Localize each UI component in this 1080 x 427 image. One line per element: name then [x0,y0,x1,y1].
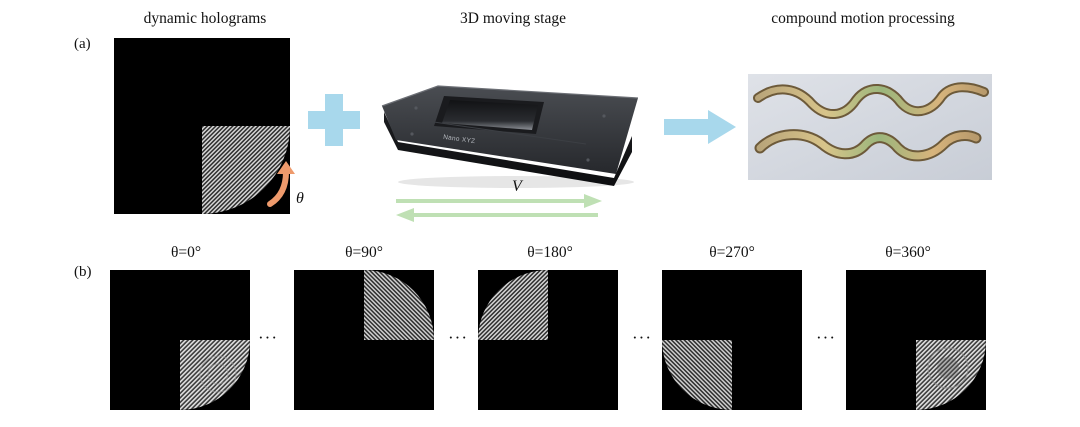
frame-label-270: θ=270° [709,244,755,261]
theta-symbol: θ [296,190,304,207]
title-3d-moving-stage: 3D moving stage [460,10,566,27]
ellipsis-1: ··· [258,328,278,347]
velocity-symbol: V [512,178,522,195]
panel-b-label: (b) [74,264,92,280]
plus-icon [308,94,360,146]
title-compound-motion-processing: compound motion processing [771,10,955,27]
dynamic-hologram-image [114,38,290,214]
hologram-frame-360 [846,270,986,410]
frame-label-90: θ=90° [345,244,383,261]
hologram-frame-0 [110,270,250,410]
hologram-frame-270 [662,270,802,410]
bidirectional-motion-arrows-icon [396,194,602,222]
right-arrow-icon [664,110,736,144]
frame-label-180: θ=180° [527,244,573,261]
3d-moving-stage-image [381,85,639,188]
panel-a-label: (a) [74,36,91,52]
ellipsis-4: ··· [816,328,836,347]
compound-motion-micrograph-image [748,74,992,180]
ellipsis-3: ··· [632,328,652,347]
hologram-frame-180 [478,270,618,410]
hologram-frame-90 [294,270,434,410]
frame-label-360: θ=360° [885,244,931,261]
ellipsis-2: ··· [448,328,468,347]
frame-label-0: θ=0° [170,244,202,261]
rotation-arrow-icon [267,161,295,207]
title-dynamic-holograms: dynamic holograms [143,10,267,27]
